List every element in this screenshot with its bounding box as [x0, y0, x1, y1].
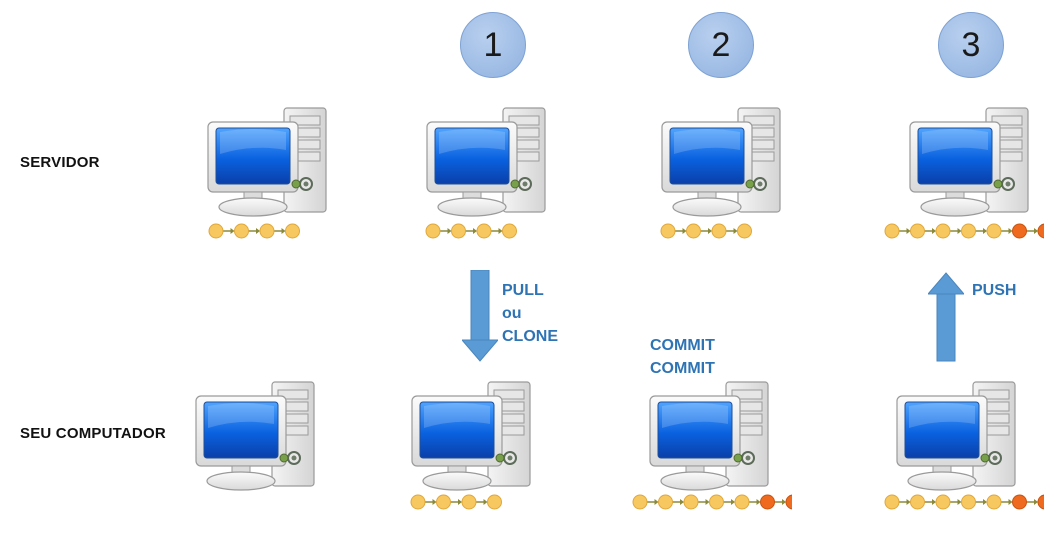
commit-node-new [1037, 223, 1044, 239]
commit-chain-local-2 [632, 494, 792, 510]
arrow-up-icon [928, 272, 964, 362]
commit-node-synced [425, 223, 441, 239]
commit-node-synced [935, 223, 951, 239]
commit-connector-arrowhead [483, 499, 488, 505]
commit-connector-arrowhead [447, 228, 452, 234]
commit-node-new [1037, 494, 1044, 510]
step-badge-1: 1 [460, 12, 526, 78]
commit-node-synced [734, 494, 750, 510]
commit-node-synced [502, 223, 517, 239]
commit-connector-arrowhead [654, 499, 659, 505]
commit-connector-arrowhead [432, 499, 437, 505]
step-badge-2: 2 [688, 12, 754, 78]
commit-chain-server-1 [425, 223, 517, 239]
commit-chain-server-3 [884, 223, 1044, 239]
row-label-server: SERVIDOR [20, 154, 100, 171]
commit-connector-arrowhead [256, 228, 260, 234]
commit-connector-arrowhead [1034, 499, 1038, 505]
commit-connector-arrowhead [756, 499, 761, 505]
commit-connector-arrowhead [1008, 499, 1013, 505]
commit-node-synced [410, 494, 426, 510]
commit-node-synced [884, 494, 900, 510]
commit-node-synced [961, 494, 976, 510]
commit-chain-local-3 [884, 494, 1044, 510]
commit-connector-arrowhead [680, 499, 684, 505]
commit-connector-arrowhead [1008, 228, 1013, 234]
commit-node-synced [961, 223, 976, 239]
commit-node-synced [884, 223, 900, 239]
commit-node-synced [986, 223, 1002, 239]
commit-node-synced [208, 223, 224, 239]
commit-connector-arrowhead [957, 228, 962, 234]
commit-connector-arrowhead [906, 228, 911, 234]
commit-node-synced [910, 494, 925, 510]
commit-chain-server-0 [208, 223, 300, 239]
commit-node-synced [487, 494, 502, 510]
commit-node-synced [451, 223, 466, 239]
desktop-computer-icon [194, 380, 324, 515]
commit-node-synced [461, 494, 477, 510]
commit-connector-arrowhead [230, 228, 235, 234]
commit-connector-arrowhead [705, 499, 710, 505]
commit-connector-arrowhead [498, 228, 503, 234]
commit-node-synced [632, 494, 648, 510]
commit-connector-arrowhead [1034, 228, 1038, 234]
commit-chain-server-2 [660, 223, 752, 239]
commit-node-new [1012, 223, 1027, 239]
commit-node-new [760, 494, 775, 510]
commit-connector-arrowhead [733, 228, 738, 234]
commit-node-synced [660, 223, 676, 239]
commit-node-new [785, 494, 792, 510]
commit-connector-arrowhead [782, 499, 786, 505]
commit-node-synced [737, 223, 752, 239]
action-label-commit: COMMIT COMMIT [650, 337, 715, 377]
commit-node-synced [234, 223, 249, 239]
commit-connector-arrowhead [906, 499, 911, 505]
commit-connector-arrowhead [983, 228, 987, 234]
commit-node-synced [436, 494, 451, 510]
commit-node-synced [683, 494, 699, 510]
commit-connector-arrowhead [957, 499, 962, 505]
commit-node-synced [658, 494, 673, 510]
commit-node-synced [986, 494, 1002, 510]
step-badge-3: 3 [938, 12, 1004, 78]
arrow-down-icon [462, 270, 498, 362]
commit-connector-arrowhead [932, 499, 936, 505]
commit-connector-arrowhead [682, 228, 687, 234]
commit-node-synced [910, 223, 925, 239]
commit-connector-arrowhead [731, 499, 735, 505]
commit-node-new [1012, 494, 1027, 510]
commit-connector-arrowhead [932, 228, 936, 234]
commit-connector-arrowhead [708, 228, 712, 234]
row-label-local: SEU COMPUTADOR [20, 425, 166, 442]
commit-connector-arrowhead [281, 228, 286, 234]
commit-node-synced [711, 223, 727, 239]
commit-connector-arrowhead [458, 499, 462, 505]
commit-node-synced [935, 494, 951, 510]
commit-node-synced [476, 223, 492, 239]
commit-node-synced [686, 223, 701, 239]
action-label-push: PUSH [972, 282, 1017, 299]
commit-connector-arrowhead [473, 228, 477, 234]
commit-connector-arrowhead [983, 499, 987, 505]
commit-node-synced [709, 494, 724, 510]
commit-node-synced [285, 223, 300, 239]
commit-chain-local-1 [410, 494, 502, 510]
commit-node-synced [259, 223, 275, 239]
action-label-pull: PULL ou CLONE [502, 282, 558, 345]
